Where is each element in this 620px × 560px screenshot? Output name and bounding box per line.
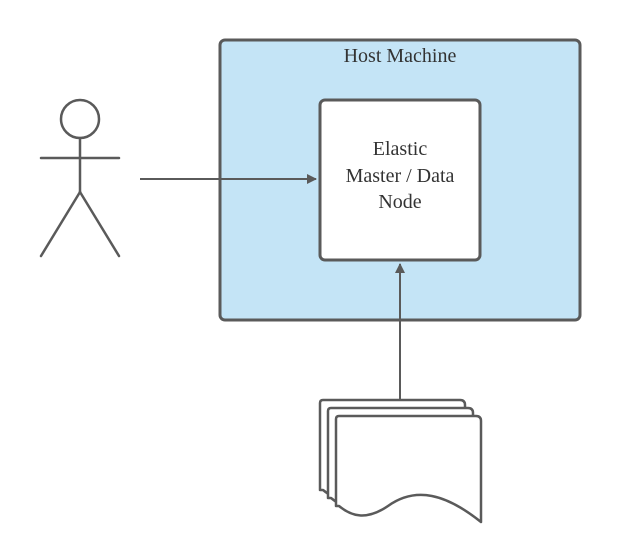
elastic-node-label: Elastic Master / Data Node — [322, 136, 478, 216]
document-front — [334, 414, 483, 524]
elastic-node-box — [318, 98, 482, 262]
user-actor-icon — [39, 98, 121, 258]
node-label-line: Elastic — [372, 138, 428, 160]
node-label-line: Master / Data — [345, 164, 455, 187]
node-label-line: Node — [378, 191, 422, 213]
documents-stack-icon — [318, 398, 483, 524]
host-machine-label: Host Machine — [343, 45, 457, 67]
